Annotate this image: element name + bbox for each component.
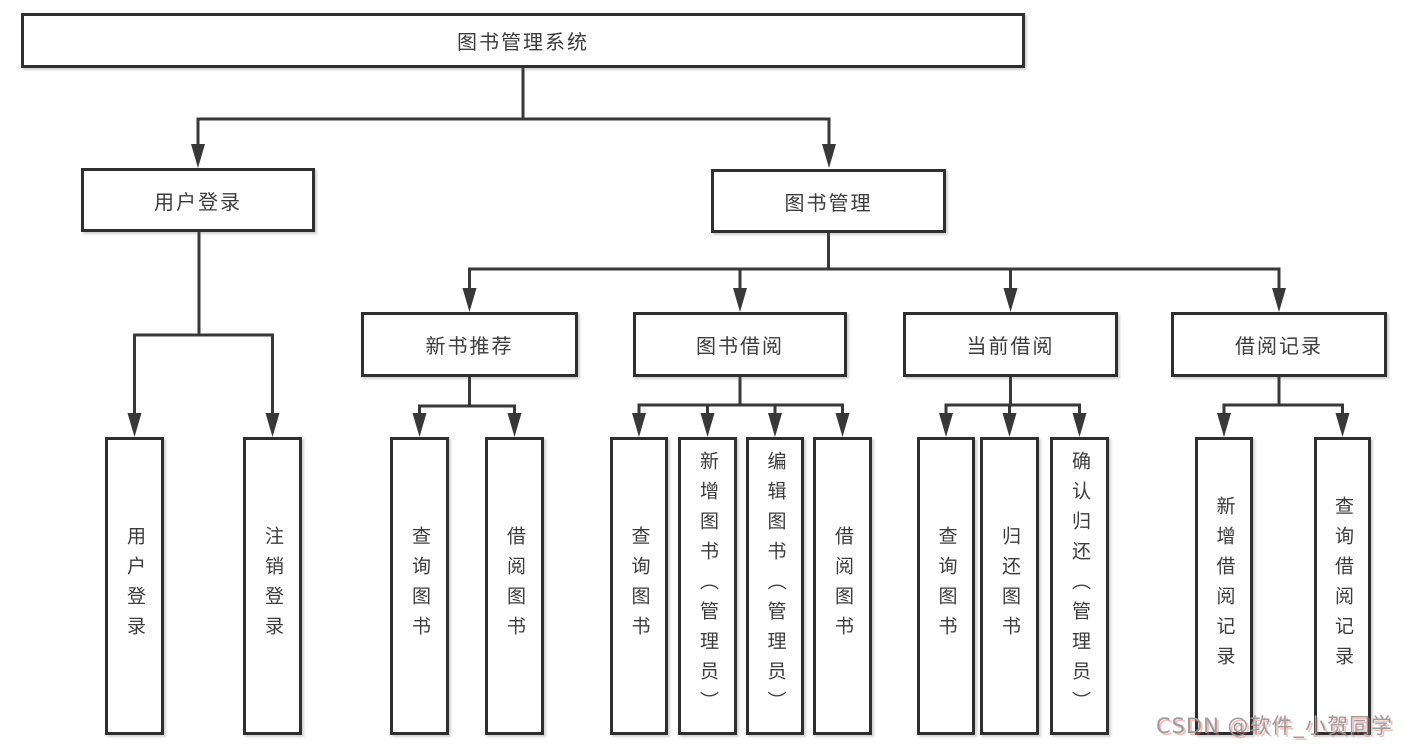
leaf-confirm-return-admin: 确认归还（管理员）: [1050, 437, 1109, 735]
node-label: 新增借阅记录: [1213, 496, 1236, 676]
node-label: 查询借阅记录: [1332, 496, 1354, 676]
leaf-query-books-borrowing: 查询图书: [610, 437, 668, 735]
node-current-borrowing: 当前借阅: [903, 312, 1118, 377]
node-label: 用户登录: [124, 526, 146, 646]
leaf-add-borrow-record: 新增借阅记录: [1195, 437, 1253, 735]
node-label: 注销登录: [262, 526, 284, 646]
leaf-query-borrow-record: 查询借阅记录: [1314, 437, 1371, 735]
node-label: 确认归还（管理员）: [1069, 451, 1091, 721]
node-label: 查询图书: [628, 526, 651, 646]
node-book-management: 图书管理: [711, 169, 946, 233]
node-label: 借阅图书: [504, 526, 526, 646]
node-system-root: 图书管理系统: [21, 13, 1025, 68]
node-label: 编辑图书（管理员）: [764, 451, 787, 721]
node-label: 查询图书: [409, 526, 431, 646]
leaf-user-login: 用户登录: [105, 437, 164, 735]
leaf-edit-book-admin: 编辑图书（管理员）: [746, 437, 804, 735]
leaf-borrow-books-borrowing: 借阅图书: [813, 437, 872, 735]
csdn-watermark: CSDN @软件_小贺同学: [1155, 714, 1393, 738]
node-label: 查询图书: [935, 526, 958, 646]
leaf-query-books-recommend: 查询图书: [390, 437, 449, 735]
node-label: 图书管理: [784, 190, 873, 215]
leaf-add-book-admin: 新增图书（管理员）: [678, 437, 737, 735]
node-label: 新增图书（管理员）: [697, 451, 719, 721]
node-label: 借阅记录: [1235, 334, 1323, 358]
node-label: 图书借阅: [696, 334, 784, 358]
node-new-book-recommend: 新书推荐: [361, 312, 578, 377]
leaf-query-books-current: 查询图书: [917, 437, 975, 735]
leaf-logout: 注销登录: [243, 437, 302, 735]
node-label: 借阅图书: [832, 526, 854, 646]
node-user-login: 用户登录: [81, 168, 315, 232]
node-book-borrowing: 图书借阅: [633, 312, 847, 377]
node-label: 当前借阅: [966, 334, 1055, 358]
leaf-return-book: 归还图书: [980, 437, 1039, 735]
node-borrowing-records: 借阅记录: [1171, 312, 1387, 377]
node-label: 用户登录: [154, 189, 242, 214]
node-label: 图书管理系统: [457, 30, 589, 54]
node-label: 归还图书: [999, 526, 1021, 646]
node-label: 新书推荐: [425, 334, 514, 358]
leaf-borrow-books-recommend: 借阅图书: [485, 437, 544, 735]
